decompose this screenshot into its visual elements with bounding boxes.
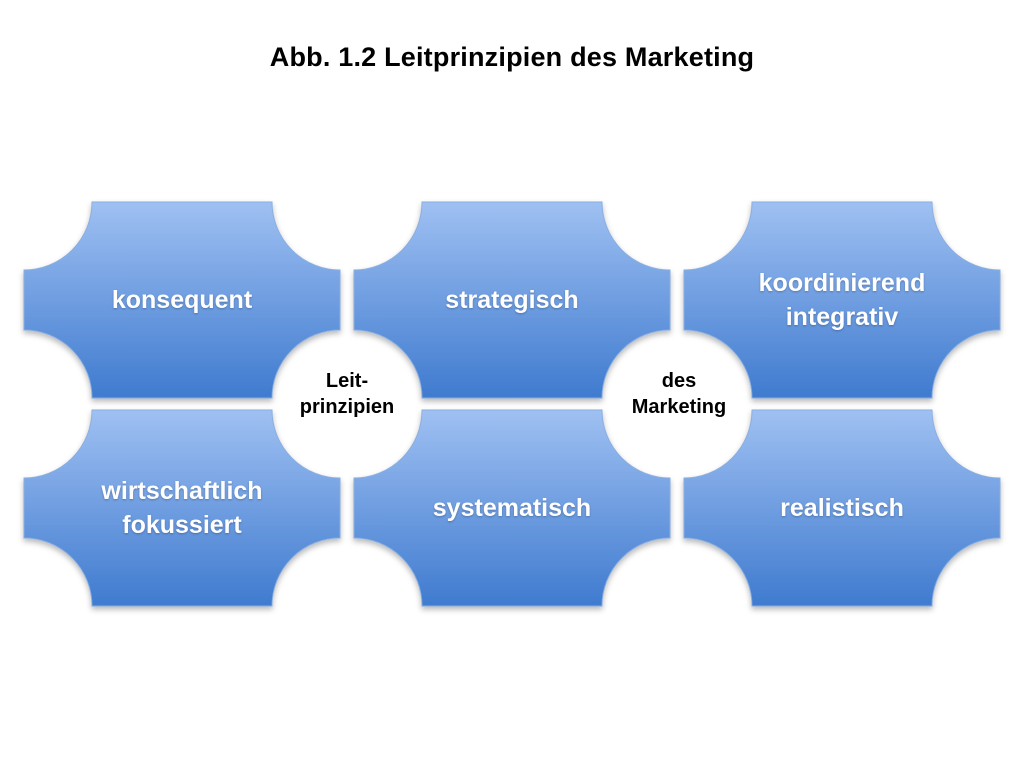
center-label-line: prinzipien: [299, 396, 395, 418]
tile-koordinierend-integrativ: [683, 201, 1001, 399]
tile-label-line: konsequent: [111, 286, 253, 314]
center-label-line: des: [661, 370, 697, 392]
tile-label-line: wirtschaftlich: [101, 477, 263, 505]
tile-strategisch: [353, 201, 671, 399]
tile-systematisch: [353, 409, 671, 607]
center-label-line: Leit-: [325, 370, 369, 392]
center-label-leitprinzipien: Leit- prinzipien: [267, 368, 427, 420]
tile-label-koordinierend-integrativ: koordinierend integrativ: [682, 266, 1002, 334]
tile-wirtschaftlich-fokussiert: [23, 409, 341, 607]
tile-label-wirtschaftlich-fokussiert: wirtschaftlich fokussiert: [22, 474, 342, 542]
tile-label-strategisch: strategisch: [352, 283, 672, 317]
center-label-line: Marketing: [631, 396, 727, 418]
tile-label-line: integrativ: [785, 303, 899, 331]
tile-label-line: systematisch: [432, 494, 592, 522]
diagram-title: Abb. 1.2 Leitprinzipien des Marketing: [269, 42, 755, 72]
tile-label-line: fokussiert: [122, 511, 242, 539]
tile-label-line: strategisch: [445, 286, 579, 314]
center-label-des-marketing: des Marketing: [599, 368, 759, 420]
tile-realistisch: [683, 409, 1001, 607]
tile-label-line: koordinierend: [758, 269, 926, 297]
tile-label-systematisch: systematisch: [352, 491, 672, 525]
tile-konsequent: [23, 201, 341, 399]
tile-label-realistisch: realistisch: [682, 491, 1002, 525]
tile-label-line: realistisch: [780, 494, 904, 522]
tile-label-konsequent: konsequent: [22, 283, 342, 317]
